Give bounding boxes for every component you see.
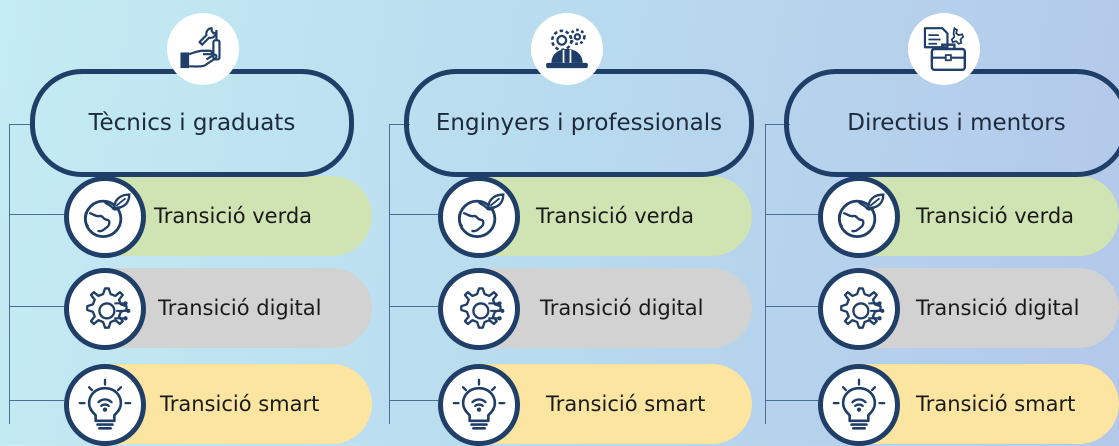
connector-line	[765, 124, 766, 424]
wrench-hand-icon	[167, 13, 239, 85]
item-label: Transició digital	[540, 296, 704, 320]
header-pill: Tècnics i graduats	[30, 69, 354, 177]
item-bar-green: Transició verda	[474, 176, 752, 256]
header-pill: Enginyers i professionals	[404, 69, 754, 177]
connector-line	[389, 124, 410, 125]
connector-line	[389, 124, 390, 424]
globe-leaf-icon	[438, 176, 520, 258]
item-label: Transició digital	[916, 296, 1080, 320]
briefcase-docs-icon	[908, 13, 980, 85]
lightbulb-wifi-icon	[438, 364, 520, 446]
item-label: Transició smart	[160, 392, 320, 416]
header-title: Tècnics i graduats	[88, 110, 296, 136]
connector-line	[9, 400, 64, 401]
item-label: Transició smart	[546, 392, 706, 416]
connector-line	[9, 214, 64, 215]
item-bar-grey: Transició digital	[474, 268, 752, 348]
item-label: Transició smart	[916, 392, 1076, 416]
item-label: Transició verda	[916, 204, 1075, 228]
hardhat-gears-icon	[531, 13, 603, 85]
connector-line	[9, 124, 10, 424]
connector-line	[9, 306, 64, 307]
connector-line	[765, 306, 824, 307]
connector-line	[9, 124, 30, 125]
globe-leaf-icon	[818, 176, 900, 258]
header-title: Enginyers i professionals	[435, 110, 723, 136]
connector-line	[389, 306, 444, 307]
connector-line	[765, 124, 790, 125]
connector-line	[765, 400, 824, 401]
column-enginyers: Enginyers i professionals Transició verd…	[380, 0, 754, 446]
item-bar-yellow: Transició smart	[474, 364, 752, 444]
item-label: Transició verda	[154, 204, 313, 228]
connector-line	[389, 214, 444, 215]
connector-line	[765, 214, 824, 215]
column-tecnics: Tècnics i graduats Transició verda Trans…	[0, 0, 372, 446]
lightbulb-wifi-icon	[818, 364, 900, 446]
header-title: Directius i mentors	[847, 110, 1066, 136]
item-label: Transició digital	[158, 296, 322, 320]
header-pill: Directius i mentors	[784, 69, 1119, 177]
lightbulb-wifi-icon	[64, 364, 146, 446]
connector-line	[389, 400, 444, 401]
item-label: Transició verda	[536, 204, 695, 228]
globe-leaf-icon	[64, 176, 146, 258]
circuit-gear-icon	[438, 268, 520, 350]
column-directius: Directius i mentors Transició verda Tran…	[760, 0, 1119, 446]
circuit-gear-icon	[64, 268, 146, 350]
circuit-gear-icon	[818, 268, 900, 350]
